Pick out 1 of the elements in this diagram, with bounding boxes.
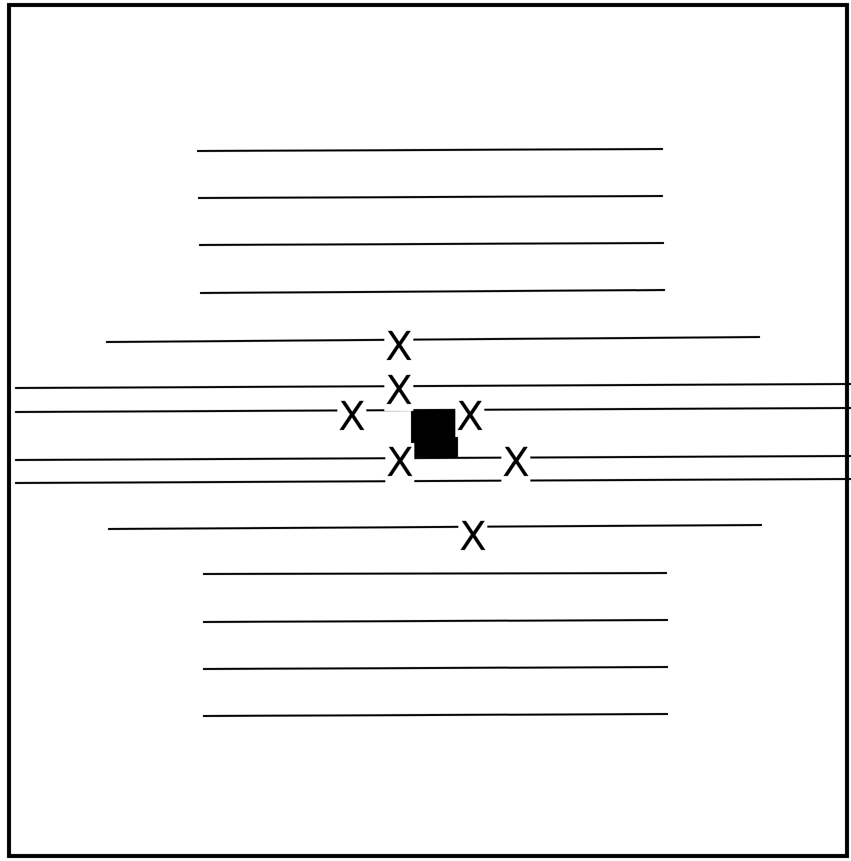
cross-label: X	[385, 443, 415, 483]
